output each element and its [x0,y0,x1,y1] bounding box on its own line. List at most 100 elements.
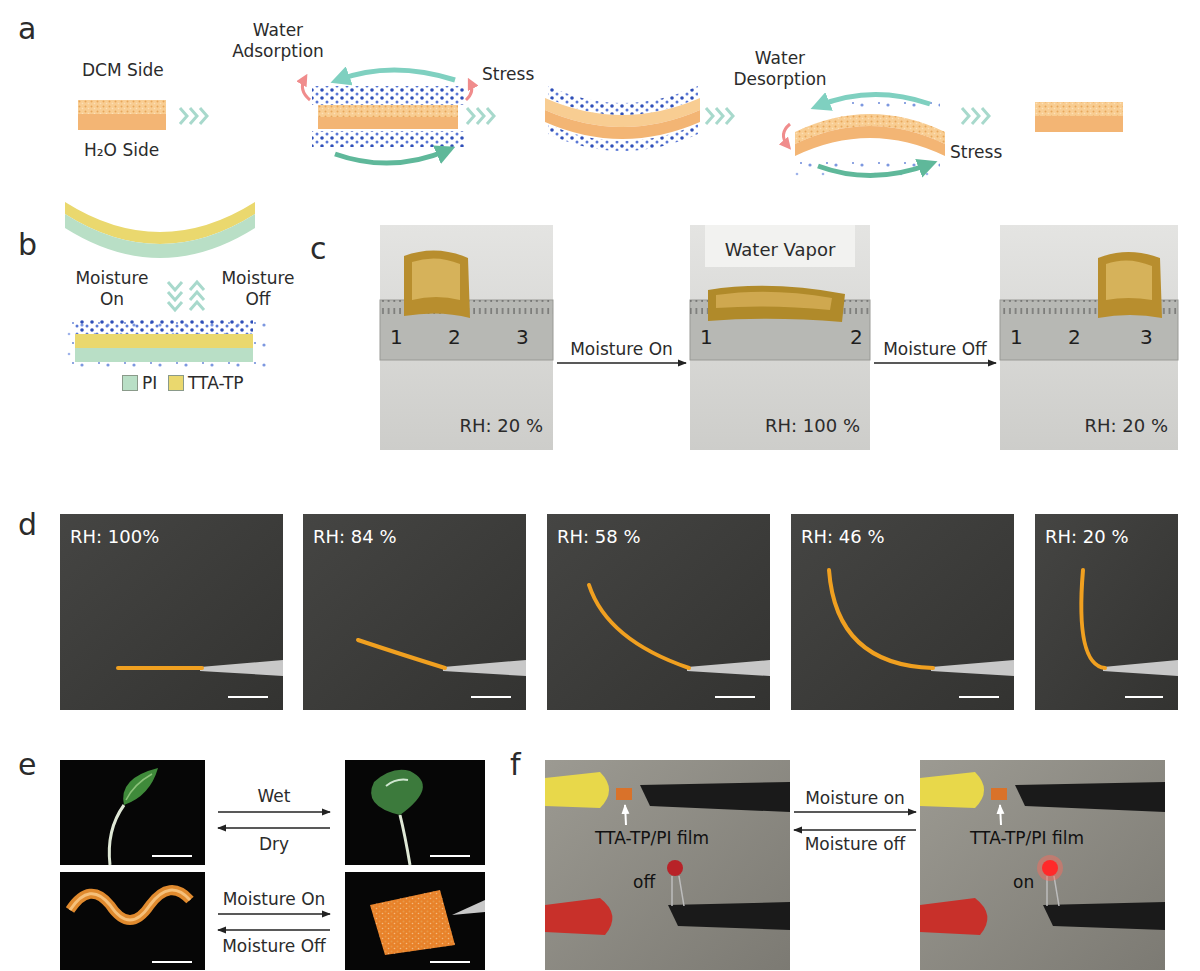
photo-panel: TTA-TP/PI filmoff [545,760,790,970]
legend-swatch [168,375,184,391]
film-flattened [708,286,845,322]
legend-item: TTA-TP [168,373,244,393]
photo-d4 [791,514,1014,710]
arrow [218,929,330,930]
photo-film-curled [60,872,205,970]
vertical-chevrons [168,282,204,310]
red-clip [545,898,612,935]
led-glow [1037,855,1063,881]
water-dots [312,131,464,147]
film-strip [589,585,689,668]
switch-label: Wet [258,786,291,807]
tweezers [200,660,283,676]
film-highlight [1106,260,1152,300]
tweezers [931,660,1014,676]
film-flat [78,100,166,130]
chevron-path [962,108,989,124]
edge-label: Moisture On [568,339,675,359]
legend-swatch [122,375,138,391]
scale-bar [1125,696,1163,698]
stress-arrow [818,94,930,106]
scale-bar [228,696,268,698]
photo-annotation: RH: 46 % [801,526,885,548]
switch-label: Moisture On [66,268,158,311]
side-label: DCM Side [82,60,164,81]
film-bent [545,86,700,151]
panel-letter: a [18,10,36,48]
photo-d3 [547,514,770,710]
chevrons [180,108,207,124]
film-adsorbing [302,70,471,163]
legend-text: PI [142,373,157,393]
leader-arrow [1000,805,1001,825]
transition-arrow [794,811,916,812]
scale-bar [430,855,470,857]
film-highlight [412,258,460,300]
process-label: Water Adsorption [222,20,334,63]
film-sample [991,788,1007,800]
film-ribbon-highlight [70,890,190,920]
led-on [1042,860,1058,876]
photo-ground [303,514,526,710]
photo-ground [345,872,485,970]
stress-arrow [783,124,790,146]
photo-film-flat [345,872,485,970]
switch-arrows [218,812,330,930]
leaf-stem [109,805,124,865]
stress-arrow [335,150,448,163]
photo-d5 [1035,514,1178,710]
led-leg [671,876,673,906]
black-clip [668,902,790,930]
photo-panel: 123RH: 20 % [1000,225,1178,450]
panel-letter: b [18,226,37,264]
ruler-number: 3 [516,325,529,349]
transition-arrow [874,362,996,363]
film-flat [1035,102,1123,132]
stress-arrow [818,164,930,176]
tweezers [687,660,770,676]
panel-letter: d [18,506,37,544]
film-desorbing [783,94,945,176]
leaf-stem [400,815,410,865]
black-clip [1043,902,1165,930]
leader-arrow [625,805,626,825]
switch-label: Moisture Off [212,268,304,311]
photo-annotation: Water Vapor [725,239,836,261]
photo-annotation: RH: 20 % [1084,415,1168,437]
black-clip [640,782,790,812]
water-dots [312,86,464,105]
photo-panel: RH: 20 % [1035,514,1178,710]
switch-label: Moisture Off [222,936,326,957]
red-clip [920,898,987,935]
ruler-number: 3 [1140,325,1153,349]
photo-c1 [380,225,553,450]
film-highlight [716,292,832,310]
leaf [123,768,158,805]
ruler-number: 2 [448,325,461,349]
film-bottom-layer [795,126,945,156]
photo-ground [60,514,283,710]
photo-panel: TTA-TP/PI filmon [920,760,1165,970]
photo-leaf-dry [60,760,205,865]
photo-panel: RH: 84 % [303,514,526,710]
film-piece [370,890,455,955]
water-dots [75,320,253,334]
edge-label: Moisture Off [881,339,989,359]
pi-layer [65,214,255,258]
photo-annotation: RH: 100% [70,526,159,548]
photo-ground [690,225,870,450]
chevrons [467,108,494,124]
bilayer-bent [65,202,255,258]
panel-letter: e [18,746,36,784]
film-strip [1081,570,1105,668]
yellow-clip [545,772,609,808]
leaf [371,770,423,815]
photo-annotation: TTA-TP/PI film [595,828,709,848]
tweezers [443,660,526,676]
photo-ground [345,760,485,865]
leaf-vein [126,774,152,800]
film-texture [1035,102,1123,116]
film-top-layer [318,105,458,117]
leaf-shine [386,780,408,786]
